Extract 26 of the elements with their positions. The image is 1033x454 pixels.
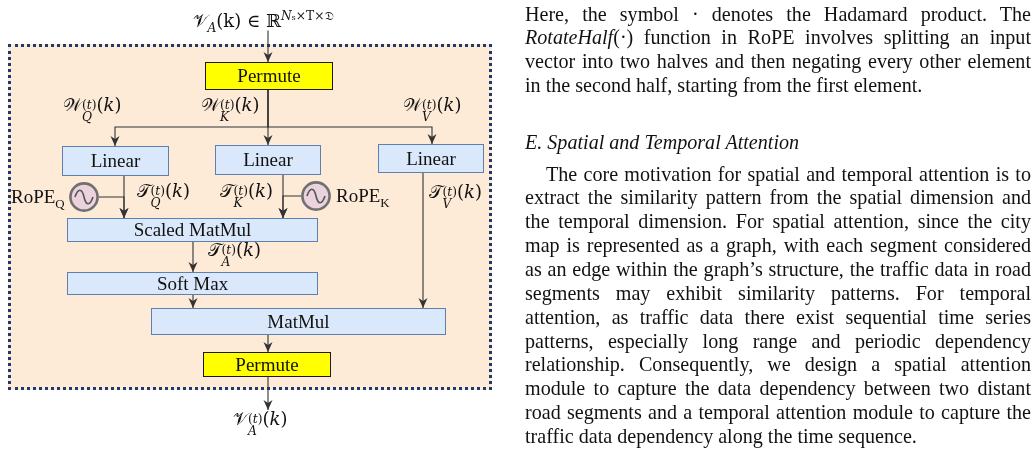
arrow <box>263 334 273 353</box>
arrow <box>263 376 273 411</box>
arrow <box>267 89 437 145</box>
sine-wave-icon <box>69 182 99 212</box>
process-box: MatMul <box>151 308 446 335</box>
body-paragraph: The core motivation for spatial and temporal attention is to extract the similarity pattern from the spatial dimension and the temporal dimension. For spatial attention, since the city map is represented as a graph, with each segment considered as an edge within the graph’s structure, the traffic data in road segments may exhibit similarity patterns. For temporal attention, as traffic data there exist sequential time series patterns, especially long range and periodic dependency relationship. Consequently, we design a spatial attention module to capture the data dependency between two distant road segments and a temporal attention module to capture the traffic data dependency along the time sequence. <box>525 162 1031 449</box>
arrow <box>98 196 129 219</box>
node-caption: RoPE$_{K}$ <box>336 185 390 207</box>
arrow <box>418 172 428 309</box>
sine-wave-icon <box>301 181 331 211</box>
input-formula: 𝒱$_{𝐴}$(k) ∈ ℝ$^{𝑁ₛ×T×𝔇}$ <box>192 11 334 31</box>
process-box: Linear <box>62 146 169 176</box>
process-box: Permute <box>205 62 333 90</box>
section-heading: E. Spatial and Temporal Attention <box>525 131 801 155</box>
process-box: Linear <box>378 144 484 173</box>
node-caption: RoPE$_{Q}$ <box>11 186 65 208</box>
arrow <box>188 294 198 309</box>
process-box: Soft Max <box>67 272 318 295</box>
arrow <box>278 195 302 219</box>
process-box: Permute <box>203 352 331 377</box>
process-box: Scaled MatMul <box>67 218 318 242</box>
arrow <box>263 29 273 63</box>
process-box: Linear <box>215 145 321 175</box>
arrow <box>188 241 198 273</box>
module-frame <box>8 44 492 390</box>
body-paragraph: Here, the symbol · denotes the Hadamard product. The RotateHalf(·) function in RoPE involves splitting an input vector into two halves and then negating every other element in the second half, starting from the first element. <box>525 2 1031 98</box>
